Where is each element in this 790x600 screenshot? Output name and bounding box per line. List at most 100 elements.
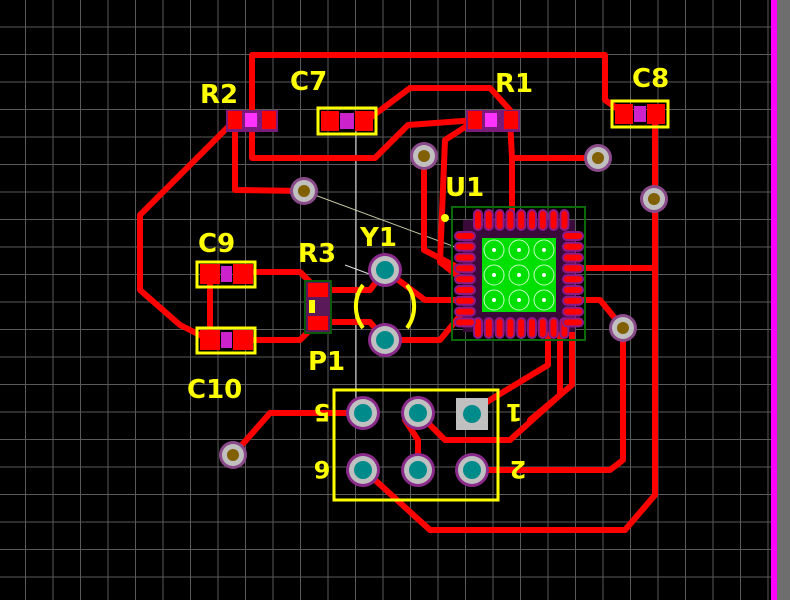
- u1-pin[interactable]: [494, 317, 505, 339]
- thermal-via-hole: [542, 298, 546, 302]
- u1-pin[interactable]: [516, 317, 527, 339]
- component-c8[interactable]: C8: [610, 64, 670, 129]
- via-hole: [418, 150, 430, 162]
- off-board-area: [777, 0, 790, 600]
- pin1-marker: [441, 214, 449, 222]
- u1-pin[interactable]: [537, 209, 548, 231]
- u1-pin[interactable]: [516, 209, 527, 231]
- pad-hole: [463, 461, 481, 479]
- u1-pin[interactable]: [483, 317, 494, 339]
- label-u1: U1: [445, 173, 484, 203]
- u1-pin[interactable]: [454, 295, 476, 306]
- u1-pin[interactable]: [548, 209, 559, 231]
- component-c10[interactable]: C10: [187, 326, 257, 405]
- pad-hole: [354, 461, 372, 479]
- thermal-via-hole: [492, 273, 496, 277]
- u1-pin[interactable]: [559, 209, 570, 231]
- thermal-via-hole: [517, 248, 521, 252]
- component-y1[interactable]: Y1: [353, 223, 417, 330]
- component-c9[interactable]: C9: [195, 229, 257, 289]
- u1-pin[interactable]: [454, 306, 476, 317]
- pad-hole: [409, 404, 427, 422]
- u1-pin[interactable]: [562, 231, 584, 241]
- label-c8: C8: [632, 64, 669, 94]
- trace: [363, 85, 513, 124]
- label-p1: P1: [308, 347, 345, 377]
- via-hole: [298, 185, 310, 197]
- thermal-via: [483, 264, 505, 286]
- thermal-via-hole: [542, 273, 546, 277]
- u1-pin[interactable]: [505, 317, 516, 339]
- pin-label-6: 6: [314, 455, 331, 483]
- u1-pin[interactable]: [494, 209, 505, 231]
- trace: [507, 117, 601, 161]
- component-c7[interactable]: C7: [290, 67, 378, 136]
- u1-pin[interactable]: [562, 252, 584, 263]
- trace: [249, 117, 479, 161]
- component-p1[interactable]: P1 5 6 1 2: [308, 347, 527, 502]
- u1-pin[interactable]: [527, 317, 537, 339]
- u1-pin[interactable]: [473, 317, 483, 339]
- u1-pin[interactable]: [562, 317, 584, 328]
- thermal-via: [508, 289, 530, 311]
- trace: [527, 327, 575, 423]
- u1-pin[interactable]: [562, 263, 584, 274]
- component-r1[interactable]: R1: [466, 69, 533, 132]
- pad-hole: [354, 404, 372, 422]
- component-r3[interactable]: R3: [298, 239, 336, 334]
- u1-pin[interactable]: [548, 317, 559, 339]
- vias[interactable]: [219, 142, 668, 487]
- u1-pin[interactable]: [562, 274, 584, 285]
- thermal-via-hole: [542, 248, 546, 252]
- thermal-via: [533, 264, 555, 286]
- via-hole: [648, 193, 660, 205]
- thermal-via-hole: [492, 248, 496, 252]
- thermal-via: [483, 239, 505, 261]
- u1-pin[interactable]: [473, 209, 483, 231]
- via-hole: [227, 449, 239, 461]
- u1-pin[interactable]: [454, 252, 476, 263]
- label-c10: C10: [187, 375, 242, 405]
- pin-label-5: 5: [314, 398, 331, 426]
- u1-pin[interactable]: [454, 263, 476, 274]
- u1-pin[interactable]: [537, 317, 548, 339]
- u1-pin[interactable]: [562, 295, 584, 306]
- via-hole: [592, 152, 604, 164]
- u1-pin[interactable]: [562, 241, 584, 252]
- pin-label-2: 2: [510, 455, 527, 483]
- trace: [137, 117, 238, 343]
- component-r2[interactable]: R2: [200, 80, 278, 132]
- u1-pin[interactable]: [527, 209, 537, 231]
- u1-pin[interactable]: [454, 317, 476, 328]
- label-c7: C7: [290, 67, 327, 97]
- thermal-via: [508, 264, 530, 286]
- pad-hole: [409, 461, 427, 479]
- thermal-via: [483, 289, 505, 311]
- trace: [230, 410, 366, 458]
- u1-pin[interactable]: [505, 209, 516, 231]
- u1-pin[interactable]: [454, 241, 476, 252]
- pad-hole: [376, 261, 394, 279]
- label-r2: R2: [200, 80, 238, 110]
- label-y1: Y1: [359, 223, 397, 253]
- u1-pin[interactable]: [483, 209, 494, 231]
- label-r1: R1: [495, 69, 533, 99]
- label-c9: C9: [198, 229, 235, 259]
- u1-pin[interactable]: [562, 285, 584, 295]
- thermal-via-hole: [517, 273, 521, 277]
- board-edge: [771, 0, 777, 600]
- u1-pin[interactable]: [454, 285, 476, 295]
- trace: [469, 297, 626, 473]
- u1-pin[interactable]: [454, 231, 476, 241]
- thermal-via-hole: [492, 298, 496, 302]
- component-u1[interactable]: U1: [441, 173, 586, 341]
- thermal-via: [533, 289, 555, 311]
- label-r3: R3: [298, 239, 336, 269]
- thermal-via: [508, 239, 530, 261]
- trace: [415, 327, 563, 443]
- u1-pin[interactable]: [454, 274, 476, 285]
- thermal-via: [533, 239, 555, 261]
- u1-pin[interactable]: [562, 306, 584, 317]
